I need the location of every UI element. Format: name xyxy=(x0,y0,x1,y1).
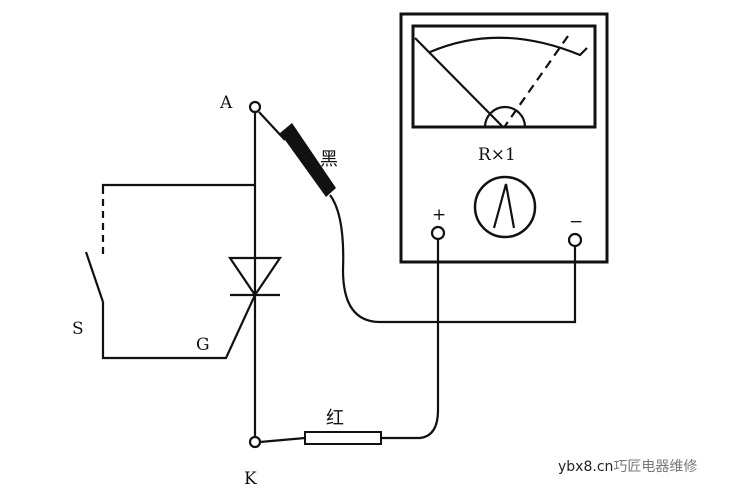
meter-needle-rest xyxy=(414,37,503,127)
watermark: ybx8.cn巧匠电器维修 xyxy=(558,456,697,476)
anode-node xyxy=(248,100,262,114)
red-probe-wire xyxy=(380,239,440,440)
meter-window xyxy=(411,24,597,129)
switch-blade xyxy=(84,251,105,303)
black-probe-tip xyxy=(258,111,286,141)
watermark-name: 巧匠电器维修 xyxy=(613,459,698,475)
red-probe-body xyxy=(304,431,382,445)
knob-pointer xyxy=(492,183,516,229)
label-cathode: K xyxy=(244,469,257,489)
label-black-probe: 黑 xyxy=(320,149,338,170)
black-probe-body xyxy=(280,123,336,197)
label-red-probe: 红 xyxy=(326,408,344,429)
label-plus: + xyxy=(432,205,446,225)
multimeter-body xyxy=(399,12,609,264)
black-probe-wire xyxy=(329,194,577,324)
plus-terminal xyxy=(430,225,446,241)
watermark-site: ybx8.cn xyxy=(558,459,614,475)
label-anode: A xyxy=(219,93,233,113)
label-switch: S xyxy=(72,319,84,339)
cathode-node xyxy=(248,435,262,449)
needle-pivot xyxy=(483,105,527,128)
range-knob xyxy=(473,175,537,239)
meter-scale-arc xyxy=(429,36,588,57)
red-probe-tip xyxy=(259,436,306,444)
minus-terminal xyxy=(567,232,583,248)
meter-needle-deflected xyxy=(504,35,569,127)
label-minus: − xyxy=(569,212,583,232)
label-gate: G xyxy=(196,335,210,355)
label-meter-range: R×1 xyxy=(478,145,516,165)
thyristor-triangle xyxy=(227,256,283,297)
top-wire xyxy=(101,183,255,187)
gate-wire xyxy=(101,294,256,360)
